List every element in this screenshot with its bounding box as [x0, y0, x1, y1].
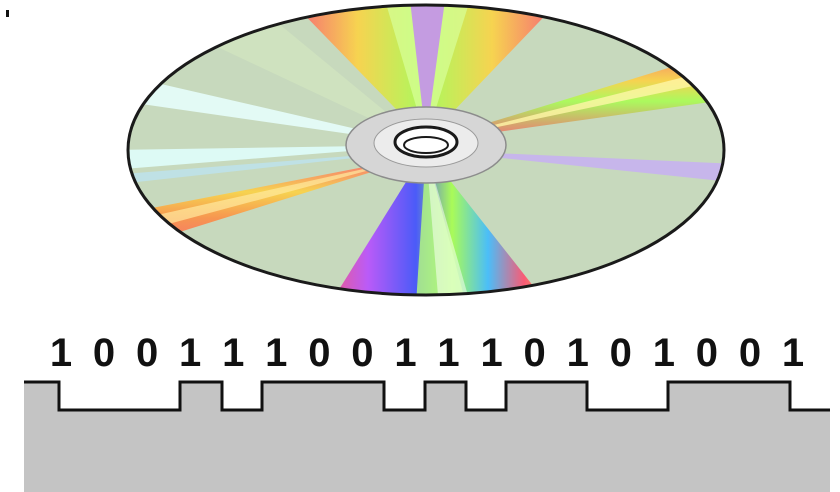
- bit-digit: 1: [50, 333, 72, 373]
- bit-digit: 0: [696, 333, 718, 373]
- bit-digit: 1: [265, 333, 287, 373]
- bit-digit: 0: [739, 333, 761, 373]
- bit-digit: 1: [394, 333, 416, 373]
- bit-digit: 1: [653, 333, 675, 373]
- bit-digit: 1: [437, 333, 459, 373]
- bit-digit: 0: [351, 333, 373, 373]
- disc-surface-cross-section: [24, 382, 830, 492]
- bit-digit: 1: [480, 333, 502, 373]
- bit-digit: 0: [308, 333, 330, 373]
- bit-digit: 1: [782, 333, 804, 373]
- bit-digit: 0: [93, 333, 115, 373]
- bit-digit: 0: [136, 333, 158, 373]
- bit-digit: 1: [179, 333, 201, 373]
- bit-digit: 1: [567, 333, 589, 373]
- bit-digit: 1: [222, 333, 244, 373]
- bit-digit: 0: [524, 333, 546, 373]
- bit-digit: 0: [610, 333, 632, 373]
